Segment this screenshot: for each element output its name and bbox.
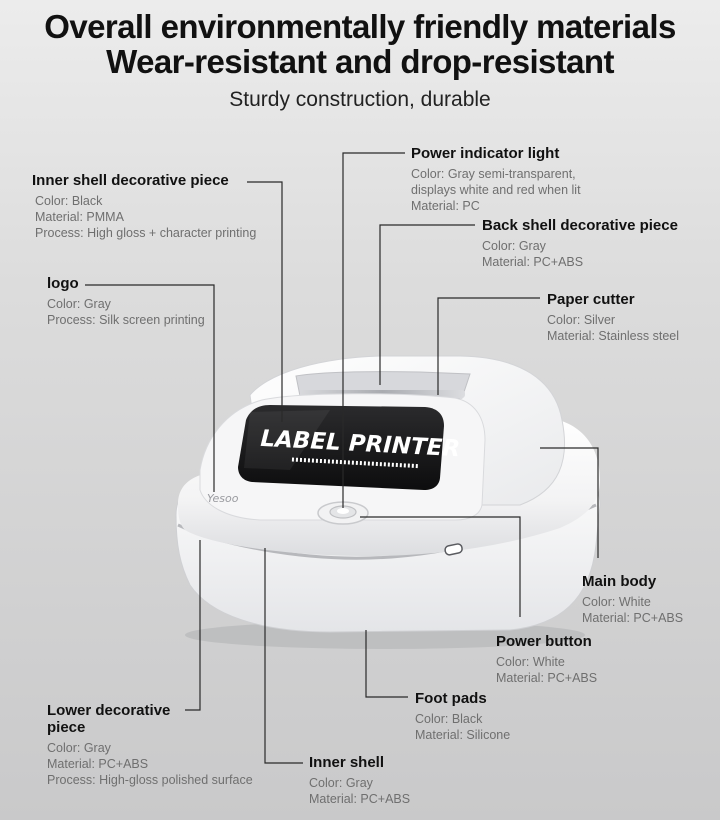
leader-lower-decorative xyxy=(185,540,201,711)
callout-detail: Color: White xyxy=(496,655,565,669)
callout-detail: Color: Gray xyxy=(47,741,111,755)
callout-lower-decorative-piece: Lower decorative piece Color: Gray Mater… xyxy=(47,702,253,788)
leader-main-body xyxy=(540,447,599,558)
callout-detail: Process: Silk screen printing xyxy=(47,313,205,327)
callout-title: Inner shell xyxy=(309,754,385,771)
logo: Yesoo xyxy=(207,492,239,505)
callout-detail: Material: PC+ABS xyxy=(582,611,684,625)
callout-detail: Material: PC xyxy=(411,199,480,213)
callout-detail: Process: High gloss + character printing xyxy=(35,226,257,240)
callout-detail: Color: Silver xyxy=(547,313,616,327)
callout-detail: Material: PC+ABS xyxy=(47,757,149,771)
callout-power-indicator-light: Power indicator light Color: Gray semi-t… xyxy=(411,145,581,214)
leader-inner-shell xyxy=(264,548,303,764)
leader-power-button xyxy=(360,516,521,617)
callout-foot-pads: Foot pads Color: Black Material: Silicon… xyxy=(415,690,510,743)
leader-logo xyxy=(85,284,215,492)
headline-subtitle: Sturdy construction, durable xyxy=(229,88,491,111)
callout-detail: Color: Black xyxy=(415,712,483,726)
callout-title: Foot pads xyxy=(415,690,487,707)
callout-detail: Color: Gray xyxy=(47,297,111,311)
headline-line-2: Wear-resistant and drop-resistant xyxy=(106,43,614,80)
screen-highlight xyxy=(244,410,330,470)
callout-back-shell-decorative-piece: Back shell decorative piece Color: Gray … xyxy=(482,217,678,270)
callout-inner-shell-decorative-piece: Inner shell decorative piece Color: Blac… xyxy=(32,172,256,241)
callout-detail: Material: PC+ABS xyxy=(496,671,598,685)
callout-detail: displays white and red when lit xyxy=(411,183,581,197)
callout-power-button: Power button Color: White Material: PC+A… xyxy=(496,633,597,686)
callout-title: Inner shell decorative piece xyxy=(32,172,229,189)
callout-detail: Color: Black xyxy=(35,194,103,208)
callout-detail: Color: Gray xyxy=(482,239,546,253)
callout-detail: Color: Gray semi-transparent, xyxy=(411,167,576,181)
headline-line-1: Overall environmentally friendly materia… xyxy=(44,8,676,45)
power-indicator-glow xyxy=(337,508,349,514)
callout-title: Back shell decorative piece xyxy=(482,217,678,234)
callout-detail: Color: Gray xyxy=(309,776,373,790)
leader-power-indicator xyxy=(342,152,405,508)
callout-paper-cutter: Paper cutter Color: Silver Material: Sta… xyxy=(547,291,679,344)
leader-inner-shell-decorative xyxy=(247,181,283,422)
callout-title: Power button xyxy=(496,633,592,650)
callout-title: logo xyxy=(47,275,79,292)
screen-stripe xyxy=(291,457,420,469)
callout-detail: Material: PC+ABS xyxy=(309,792,411,806)
callout-title: Main body xyxy=(582,573,657,590)
callout-title: Lower decorative piece xyxy=(47,702,171,736)
usb-c-port xyxy=(444,543,463,556)
leader-paper-cutter xyxy=(437,297,540,395)
inner-shell-decorative-piece xyxy=(238,405,444,490)
callout-detail: Process: High-gloss polished surface xyxy=(47,773,253,787)
leader-foot-pads xyxy=(365,630,408,698)
callout-detail: Color: White xyxy=(582,595,651,609)
callout-detail: Material: Silicone xyxy=(415,728,511,742)
callout-main-body: Main body Color: White Material: PC+ABS xyxy=(582,573,683,626)
callout-title: Power indicator light xyxy=(411,145,560,162)
leader-back-shell-decorative xyxy=(379,224,475,385)
callout-logo: logo Color: Gray Process: Silk screen pr… xyxy=(47,275,205,328)
callout-inner-shell: Inner shell Color: Gray Material: PC+ABS xyxy=(309,754,410,807)
callout-detail: Material: PMMA xyxy=(35,210,124,224)
callout-title: Paper cutter xyxy=(547,291,635,308)
callout-detail: Material: Stainless steel xyxy=(547,329,680,343)
callout-detail: Material: PC+ABS xyxy=(482,255,584,269)
